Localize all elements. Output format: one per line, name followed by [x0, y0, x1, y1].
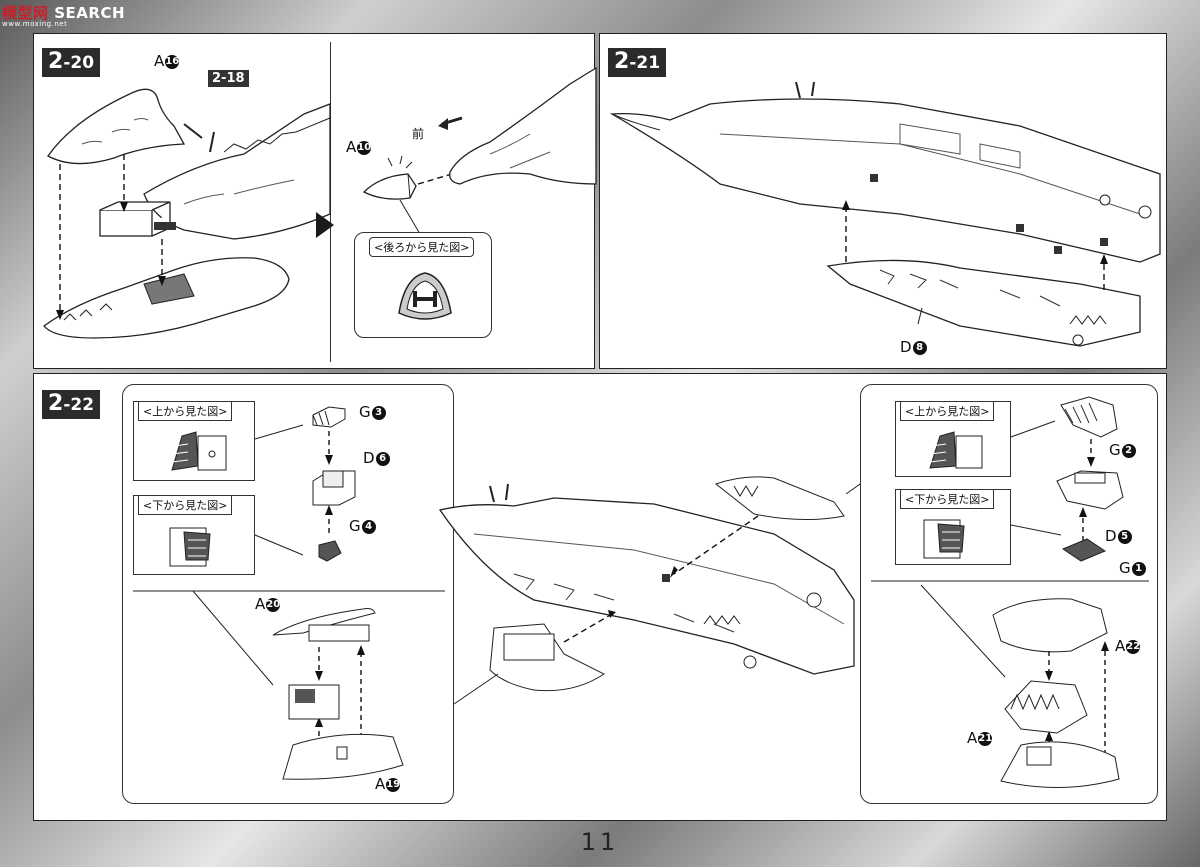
part-label-a10: A10 — [346, 138, 372, 156]
part-number-circle: 4 — [361, 519, 376, 534]
watermark-brand: SEARCH — [54, 4, 126, 22]
part-letter: G — [1109, 441, 1121, 459]
bottom-view-part-icon — [923, 519, 965, 559]
panel-step-2-22: 2-22 <上から見た図> <下から見た図> — [33, 373, 1167, 821]
right-parts-exploded-illustration — [871, 396, 1149, 789]
step-major: 2 — [48, 49, 64, 74]
part-number-circle: 22 — [1126, 639, 1141, 654]
part-label-a21: A21 — [967, 729, 993, 747]
part-letter: G — [349, 517, 361, 535]
part-letter: A — [967, 729, 978, 747]
part-letter: A — [346, 138, 357, 156]
part-letter: A — [154, 52, 165, 70]
watermark-main: 模型网 — [2, 4, 49, 22]
part-letter: A — [375, 775, 386, 793]
bottom-view-part-icon — [169, 527, 211, 567]
part-number-circle: 16 — [165, 54, 180, 69]
part-letter: D — [900, 338, 912, 356]
top-view-part-icon — [171, 431, 227, 471]
panel-step-2-20: 2-20 A16 2-18 A10 前 — [33, 33, 597, 369]
part-letter: G — [1119, 559, 1131, 577]
left-bottom-view-box: <下から見た図> — [133, 495, 255, 575]
part-number-circle: 21 — [978, 731, 993, 746]
part-number-circle: 20 — [266, 597, 281, 612]
left-top-view-caption: <上から見た図> — [138, 401, 233, 421]
step-sequence-arrow — [316, 212, 334, 238]
left-subassembly-inset: <上から見た図> <下から見た図> — [122, 384, 454, 804]
part-label-a19: A19 — [375, 775, 401, 793]
step-number-2-22: 2-22 — [42, 390, 101, 420]
rear-view-caption: <後ろから見た図> — [369, 237, 475, 257]
part-number-circle: 8 — [912, 340, 927, 355]
step-number-2-20: 2-20 — [42, 48, 101, 78]
right-top-view-box: <上から見た図> — [895, 401, 1011, 477]
part-letter: D — [1105, 527, 1117, 545]
part-label-a16: A16 — [154, 52, 180, 70]
center-hull-illustration — [438, 459, 895, 705]
step-minor: -21 — [629, 53, 661, 73]
part-number-circle: 2 — [1121, 443, 1136, 458]
part-label-a20: A20 — [255, 595, 281, 613]
direction-front-label: 前 — [412, 127, 425, 141]
page-number: 11 — [580, 828, 620, 856]
left-top-view-box: <上から見た図> — [133, 401, 255, 481]
part-label-a22: A22 — [1115, 637, 1141, 655]
part-number-circle: 10 — [357, 140, 372, 155]
watermark-logo: 模型网 SEARCH www.moxing.net — [2, 2, 126, 28]
right-bottom-view-box: <下から見た図> — [895, 489, 1011, 565]
step-major: 2 — [48, 391, 64, 416]
hull-part-illustration — [43, 88, 331, 339]
part-number-circle: 1 — [1131, 561, 1146, 576]
left-bottom-view-caption: <下から見た図> — [138, 495, 233, 515]
part-letter: A — [1115, 637, 1126, 655]
nose-cone-illustration — [362, 66, 597, 235]
reference-step-badge: 2-18 — [208, 70, 249, 87]
step-minor: -20 — [63, 53, 95, 73]
part-letter: A — [255, 595, 266, 613]
watermark-url: www.moxing.net — [2, 20, 68, 28]
right-top-view-caption: <上から見た図> — [900, 401, 995, 421]
step-minor: -22 — [63, 395, 95, 415]
h-emblem-icon — [398, 272, 452, 320]
step-major: 2 — [614, 49, 630, 74]
part-number-circle: 5 — [1117, 529, 1132, 544]
part-number-circle: 19 — [386, 777, 401, 792]
part-letter: G — [359, 403, 371, 421]
right-bottom-view-caption: <下から見た図> — [900, 489, 995, 509]
right-subassembly-inset: <上から見た図> <下から見た図> — [860, 384, 1158, 804]
rear-view-callout: <後ろから見た図> — [354, 232, 492, 338]
left-parts-exploded-illustration — [133, 406, 445, 780]
top-view-part-icon — [929, 431, 983, 469]
step-number-2-21: 2-21 — [608, 48, 667, 78]
part-number-circle: 6 — [375, 451, 390, 466]
part-number-circle: 3 — [371, 405, 386, 420]
part-letter: D — [363, 449, 375, 467]
main-hull-illustration — [609, 81, 1161, 347]
